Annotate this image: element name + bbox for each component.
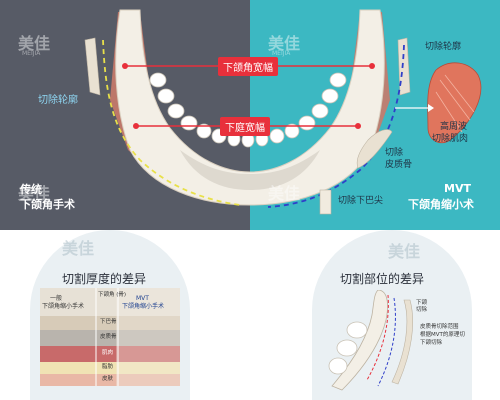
angle-width-label: 下颌角宽幅 (218, 57, 278, 76)
side-label-line1: 下颌 (416, 300, 428, 306)
row-label-5: 皮肤 (102, 376, 114, 382)
right-caption-line1: MVT (444, 182, 471, 195)
comparison-section: 切割厚度的差异 一般 下颌角缩小手术 MVT 下颌角缩小手术 下颌角 (骨) 下… (0, 230, 500, 400)
note-line3: 下颌切除 (420, 340, 443, 346)
left-trim-label: 切除轮廓 (38, 95, 78, 106)
col1-line1: 一般 (50, 295, 63, 302)
dashed-blue-contour (267, 44, 405, 208)
chin-tip-piece (319, 189, 332, 215)
watermark-logo-left2: 美佳 (18, 184, 51, 203)
watermark-logo-left: 美佳 (18, 34, 51, 53)
left-caption-line2: 下颌角手术 (20, 198, 75, 211)
watermark-sub-mid: MEIJIA (272, 50, 291, 57)
watermark-logo-mid: 美佳 (268, 34, 301, 53)
dashed-yellow-contour (102, 39, 241, 206)
note-line2: 根据MVT的原理切 (420, 332, 465, 338)
position-circle: 切割部位的差异 下颌 切除 皮质骨切除范围 根据MVT的原理切 (312, 230, 472, 400)
muscle-slice (427, 62, 482, 144)
jaw-illustration (84, 9, 482, 215)
watermark-logo-right2: 美佳 (268, 184, 301, 203)
row-label-2: 皮质骨 (100, 334, 117, 340)
left-caption-line1: 传统 (20, 183, 42, 196)
chin-tip-label: 切除下巴尖 (338, 196, 384, 206)
hifu-label-line1: 高周波 (440, 122, 468, 132)
row-label-0: 下颌角 (骨) (98, 292, 127, 298)
side-label-line2: 切除 (416, 307, 428, 313)
cortex-label-line2: 皮质骨 (385, 160, 413, 170)
thickness-circle: 切割厚度的差异 一般 下颌角缩小手术 MVT 下颌角缩小手术 下颌角 (骨) 下… (30, 230, 190, 400)
lower-face-width-label: 下庭宽幅 (220, 117, 270, 136)
hifu-label-line2: 切除肌肉 (432, 134, 469, 144)
position-title: 切割部位的差异 (340, 272, 425, 286)
thickness-title: 切割厚度的差异 (62, 272, 147, 286)
note-line1: 皮质骨切除范围 (420, 324, 459, 330)
right-trim-label: 切除轮廓 (425, 42, 462, 52)
watermark-sub-left: MEIJIA (22, 50, 41, 57)
row-label-4: 脂肪 (102, 364, 114, 370)
row-label-1: 下巴骨 (100, 319, 117, 325)
col2-line2: 下颌角缩小手术 (122, 303, 165, 310)
trim-fragment-right (397, 37, 411, 96)
teeth (149, 72, 347, 148)
trim-fragment-left (84, 37, 101, 96)
thickness-layers (40, 288, 180, 386)
right-caption-line2: 下颌角缩小术 (408, 198, 474, 211)
cortex-label-line1: 切除 (385, 148, 404, 158)
jaw-comparison-diagram: 美佳 MEIJIA 美佳 MEIJIA 美佳 美佳 切除轮廓 传统 下颌角手术 … (0, 0, 500, 230)
row-label-3: 肌肉 (102, 350, 114, 356)
watermark-logo-bottom-left: 美佳 (62, 239, 95, 258)
jaw-bone (115, 9, 385, 206)
watermark-logo-bottom-right: 美佳 (388, 242, 421, 261)
jaw-shadow (180, 150, 320, 190)
position-illustration (328, 290, 413, 391)
col2-line1: MVT (136, 295, 149, 302)
col1-line2: 下颌角缩小手术 (42, 303, 85, 310)
cortex-bone-sliver (356, 129, 393, 169)
